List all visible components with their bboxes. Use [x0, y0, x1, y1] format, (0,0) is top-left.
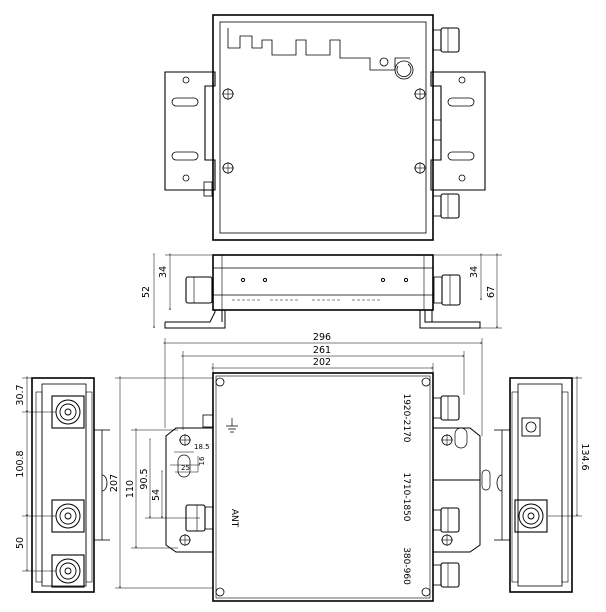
side-dim-67: 67: [486, 286, 497, 298]
front-view-body: [212, 372, 434, 602]
left-end-view: [22, 378, 110, 593]
top-view-right-bracket: [414, 71, 486, 191]
front-dim-261: 261: [313, 345, 331, 356]
top-view-connectors: [432, 27, 460, 219]
left-dim-30-7: 30.7: [15, 384, 26, 405]
side-dim-52: 52: [141, 286, 152, 298]
port-label-1920-2170: 1920-2170: [401, 393, 411, 442]
front-dim-207: 207: [109, 474, 120, 492]
top-view: [164, 14, 486, 241]
top-view-left-bracket: [164, 71, 234, 197]
right-dim-134-6: 134.6: [579, 443, 590, 470]
left-dim-50: 50: [15, 537, 26, 549]
front-dim-25: 25: [181, 464, 190, 472]
port-label-1710-1850: 1710-1850: [401, 472, 411, 521]
right-end-view: [494, 378, 582, 593]
front-dim-296: 296: [313, 332, 331, 343]
side-dim-34-left: 34: [158, 266, 169, 278]
front-dim-110: 110: [125, 480, 136, 498]
side-view-body: [212, 254, 434, 311]
right-end-connector: [514, 499, 548, 533]
corner-screws: [215, 377, 431, 597]
top-view-body: [212, 14, 434, 241]
front-dim-202: 202: [313, 357, 331, 368]
ant-label: ANT: [229, 509, 239, 528]
left-dim-100-8: 100.8: [15, 450, 26, 477]
side-view: [154, 254, 502, 329]
front-dim-90-5: 90.5: [139, 468, 150, 489]
side-dim-34-right: 34: [469, 266, 480, 278]
front-dim-18-5: 18.5: [194, 443, 210, 451]
front-dim-16: 16: [198, 456, 206, 465]
front-dim-54: 54: [151, 489, 162, 501]
front-right-connectors: [432, 395, 460, 588]
left-end-connectors: [51, 395, 85, 588]
port-label-380-960: 380-960: [401, 547, 411, 585]
front-view: [115, 338, 491, 602]
